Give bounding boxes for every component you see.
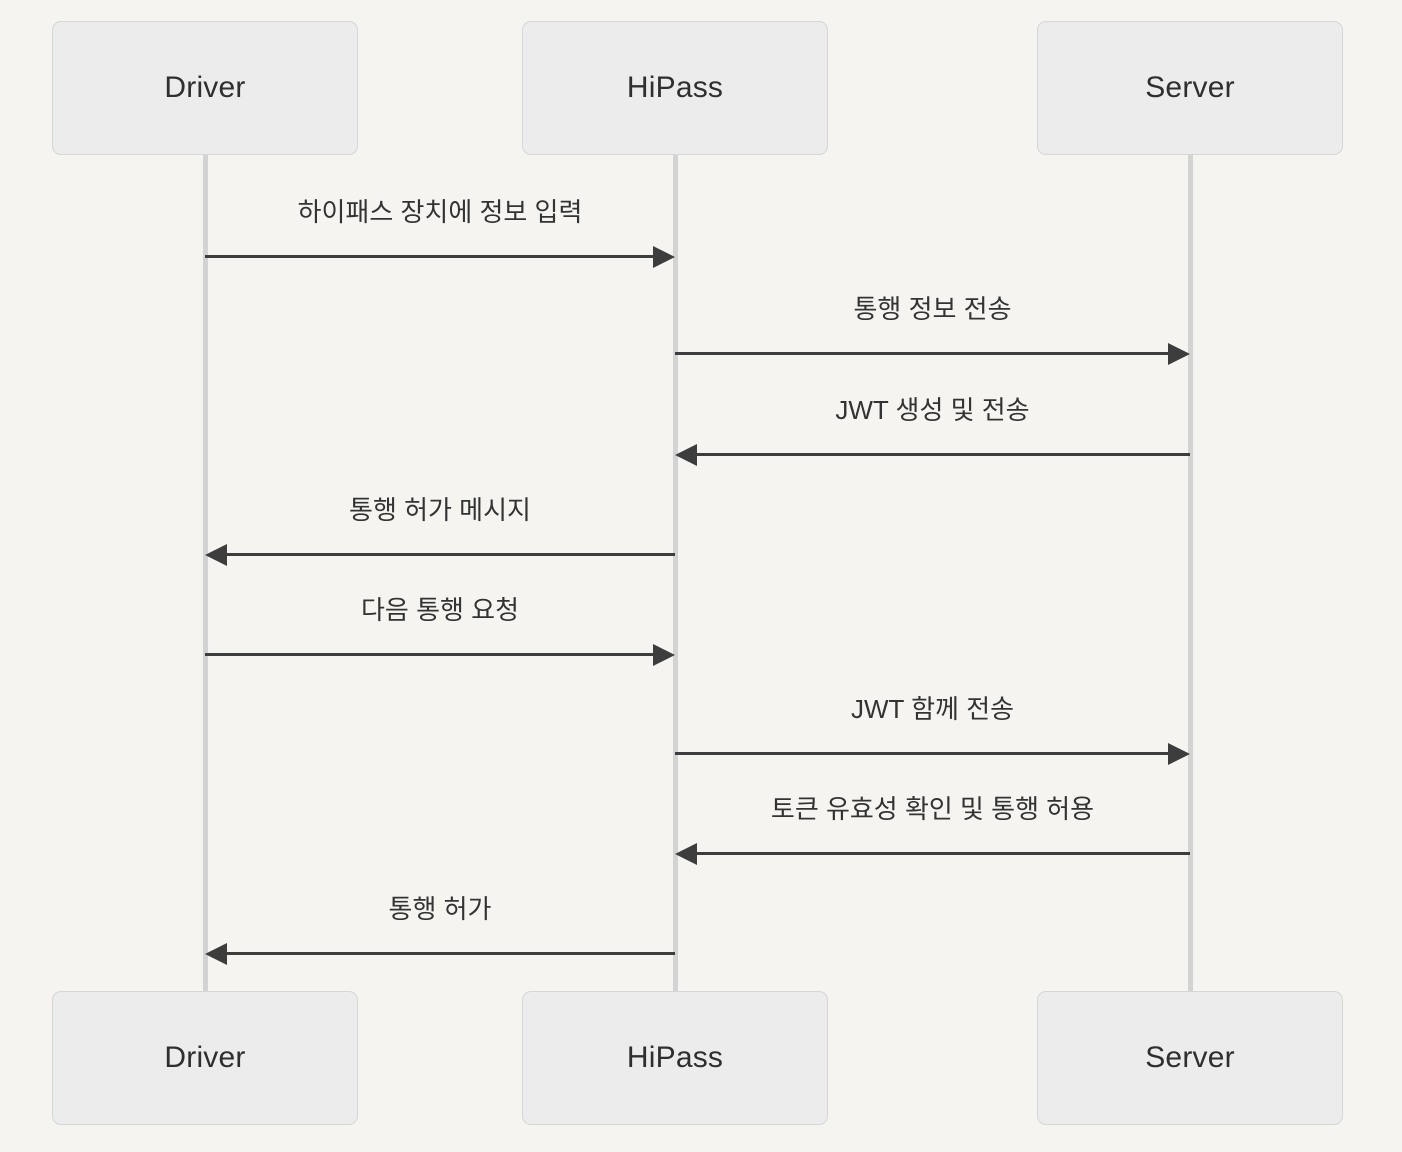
actor-label-server-top: Server	[1145, 71, 1235, 104]
message-8-line	[227, 952, 675, 956]
message-7-label: 토큰 유효성 확인 및 통행 허용	[770, 794, 1095, 824]
message-8-label: 통행 허가	[388, 894, 492, 924]
actor-box-server-bottom[interactable]: Server	[1037, 991, 1343, 1125]
message-4-label: 통행 허가 메시지	[349, 495, 531, 525]
message-5-label: 다음 통행 요청	[361, 595, 519, 625]
actor-label-driver-top: Driver	[164, 71, 246, 104]
message-6-label: JWT 함께 전송	[850, 694, 1015, 724]
lifeline-server	[1188, 155, 1193, 993]
message-2-label: 통행 정보 전송	[853, 294, 1012, 324]
actor-label-hipass-top: HiPass	[626, 71, 724, 104]
lifeline-driver	[203, 155, 208, 993]
arrowhead-left-icon	[675, 843, 697, 865]
arrowhead-right-icon	[1168, 343, 1190, 365]
actor-box-driver-bottom[interactable]: Driver	[52, 991, 358, 1125]
actor-label-hipass-bottom: HiPass	[626, 1041, 724, 1074]
actor-box-server-top[interactable]: Server	[1037, 21, 1343, 155]
message-2-line	[675, 352, 1168, 356]
message-3-line	[697, 453, 1190, 457]
lifeline-hipass	[673, 155, 678, 993]
arrowhead-right-icon	[1168, 743, 1190, 765]
message-5-line	[205, 653, 653, 657]
actor-label-server-bottom: Server	[1145, 1041, 1235, 1074]
message-3-label: JWT 생성 및 전송	[835, 395, 1030, 425]
actor-box-hipass-bottom[interactable]: HiPass	[522, 991, 828, 1125]
actor-label-driver-bottom: Driver	[164, 1041, 246, 1074]
message-4-line	[227, 553, 675, 557]
message-1-label: 하이패스 장치에 정보 입력	[297, 197, 583, 227]
arrowhead-right-icon	[653, 644, 675, 666]
message-6-line	[675, 752, 1168, 756]
actor-box-driver-top[interactable]: Driver	[52, 21, 358, 155]
arrowhead-right-icon	[653, 246, 675, 268]
arrowhead-left-icon	[205, 544, 227, 566]
message-1-line	[205, 255, 653, 259]
actor-box-hipass-top[interactable]: HiPass	[522, 21, 828, 155]
arrowhead-left-icon	[205, 943, 227, 965]
message-7-line	[697, 852, 1190, 856]
arrowhead-left-icon	[675, 444, 697, 466]
